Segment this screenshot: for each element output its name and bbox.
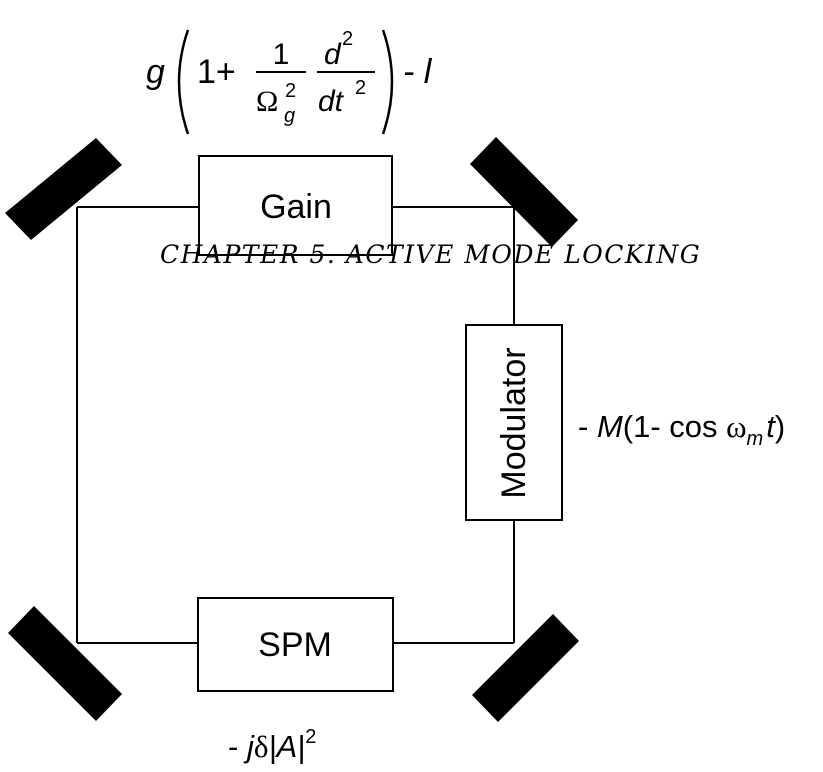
- gain-one-plus: 1+: [197, 53, 236, 91]
- dt-squared-denominator: dt: [318, 85, 345, 118]
- mirror-top-right: [470, 137, 578, 247]
- spm-block: SPM: [197, 597, 394, 692]
- mirror-top-left: [5, 138, 122, 240]
- gain-symbol-g: g: [146, 53, 165, 91]
- omega-g-denominator: Ω: [256, 85, 278, 118]
- modulator-label: Modulator: [495, 347, 533, 498]
- omega-superscript: 2: [285, 80, 296, 102]
- spm-formula: - jδ|A|2: [228, 726, 316, 764]
- fraction-1-numerator: 1: [273, 38, 290, 71]
- left-parenthesis: [177, 29, 190, 135]
- modulator-formula: - M(1- cos ωmt): [578, 409, 785, 450]
- spm-box: [197, 597, 394, 692]
- modulator-box: [465, 324, 563, 521]
- spm-label: SPM: [258, 626, 332, 664]
- page-header: CHAPTER 5. ACTIVE MODE LOCKING: [160, 240, 702, 269]
- right-parenthesis: [381, 29, 394, 135]
- modulator-block: Modulator: [465, 324, 563, 521]
- gain-box: [198, 155, 393, 256]
- d-numerator-superscript: 2: [342, 28, 353, 50]
- gain-label: Gain: [260, 188, 332, 226]
- minus-loss: - l: [403, 53, 433, 91]
- omega-subscript: g: [284, 105, 295, 127]
- mirror-bottom-right: [472, 614, 579, 722]
- mirror-bottom-left: [8, 606, 122, 721]
- gain-block: Gain: [198, 155, 393, 256]
- dt-superscript: 2: [355, 77, 366, 99]
- d-squared-numerator: d: [324, 38, 342, 71]
- gain-formula: g 1+ 1 Ω g 2 d 2 dt 2 - l: [146, 28, 433, 135]
- beam-path: [76, 206, 515, 644]
